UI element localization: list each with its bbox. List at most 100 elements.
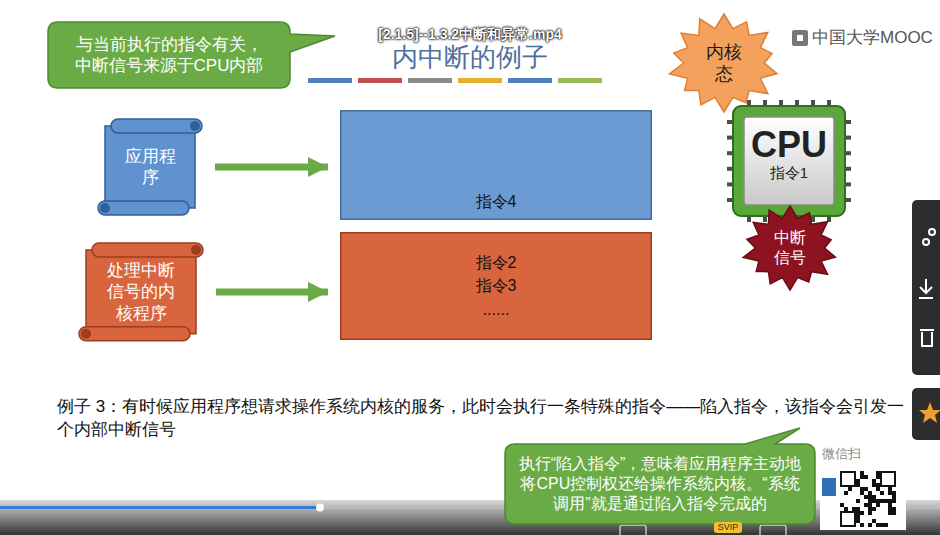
color-segment bbox=[308, 78, 352, 83]
kernel-mode-burst-outline bbox=[668, 14, 780, 112]
interrupt-burst: 中断信号 bbox=[742, 206, 838, 290]
qr-module bbox=[868, 491, 872, 495]
node-text: 指令1 bbox=[770, 164, 808, 183]
color-segment bbox=[408, 78, 452, 83]
flow-arrow bbox=[216, 288, 328, 295]
qr-module bbox=[872, 507, 876, 511]
qr-code bbox=[820, 468, 906, 530]
share-icon bbox=[923, 239, 929, 245]
burst-shape bbox=[743, 206, 835, 290]
qr-module bbox=[868, 495, 872, 499]
scroll-curl bbox=[81, 329, 91, 339]
toolbar-panel bbox=[912, 388, 940, 440]
watermark-text: 微信扫 bbox=[822, 446, 902, 462]
scroll-curl bbox=[191, 245, 201, 255]
node-text: CPU bbox=[751, 126, 827, 164]
qr-module bbox=[856, 511, 860, 515]
video-title: [2.1.5]--1.3.2中断和异常.mp4 bbox=[340, 26, 600, 43]
scroll-body bbox=[105, 126, 195, 208]
chip-body bbox=[733, 106, 845, 216]
note-callout: 执行“陷入指令”，意味着应用程序主动地将CPU控制权还给操作系统内核。“系统调用… bbox=[505, 444, 815, 524]
qr-module bbox=[872, 519, 876, 523]
note-callout-outline bbox=[48, 22, 290, 88]
qr-module bbox=[872, 483, 876, 487]
qr-module bbox=[888, 487, 892, 491]
qr-module bbox=[856, 519, 860, 523]
qr-finder bbox=[841, 512, 855, 526]
qr-ground bbox=[820, 468, 906, 530]
color-segment bbox=[558, 78, 602, 83]
kernel-mode-burst: 内核态 bbox=[668, 14, 780, 112]
qr-module bbox=[860, 487, 864, 491]
color-segment bbox=[358, 78, 402, 83]
qr-module bbox=[872, 499, 876, 503]
box-fill bbox=[341, 111, 652, 220]
interrupt-burst-outline bbox=[742, 206, 838, 290]
qr-module bbox=[860, 523, 864, 527]
qr-module bbox=[864, 487, 868, 491]
scroll-body bbox=[86, 250, 196, 334]
toolbar-panel bbox=[912, 200, 940, 375]
share-icon bbox=[929, 229, 935, 235]
logo-text: 中国大学MOOC bbox=[812, 28, 936, 48]
scroll-roll bbox=[92, 243, 203, 257]
qr-module bbox=[856, 483, 860, 487]
qr-module bbox=[840, 503, 844, 507]
qr-module bbox=[888, 511, 892, 515]
kernel-scroll: 处理中断信号的内核程序 bbox=[78, 242, 204, 342]
qr-module bbox=[888, 499, 892, 503]
node-text: 指令3 bbox=[476, 274, 517, 297]
qr-module bbox=[892, 495, 896, 499]
qr-module bbox=[860, 471, 864, 475]
qr-module bbox=[856, 499, 860, 503]
qr-module bbox=[888, 507, 892, 511]
qr-module bbox=[872, 495, 876, 499]
download-icon bbox=[919, 279, 933, 298]
qr-finder bbox=[881, 472, 895, 486]
qr-module bbox=[888, 503, 892, 507]
qr-module bbox=[864, 475, 868, 479]
title-color-bar bbox=[308, 78, 602, 83]
qr-module bbox=[844, 491, 848, 495]
qr-module bbox=[848, 487, 852, 491]
qr-module bbox=[868, 507, 872, 511]
qr-module bbox=[856, 515, 860, 519]
qr-module bbox=[868, 523, 872, 527]
example-note: 例子 3：有时候应用程序想请求操作系统内核的服务，此时会执行一条特殊的指令——陷… bbox=[57, 396, 907, 442]
node-text: 指令4 bbox=[476, 192, 517, 212]
qr-module bbox=[868, 503, 872, 507]
qr-module bbox=[868, 499, 872, 503]
logo-mark bbox=[792, 30, 808, 46]
qr-module bbox=[860, 491, 864, 495]
note-callout: 与当前执行的指令有关，中断信号来源于CPU内部 bbox=[48, 22, 290, 88]
scroll-roll bbox=[111, 119, 202, 133]
flow-arrow bbox=[215, 164, 328, 171]
progress-fill bbox=[0, 506, 320, 509]
program-scroll: 应用程序 bbox=[97, 118, 203, 216]
qr-module bbox=[876, 523, 880, 527]
logo-mark bbox=[797, 35, 803, 41]
qr-module bbox=[876, 483, 880, 487]
qr-module bbox=[892, 491, 896, 495]
control-button bbox=[620, 525, 646, 535]
qr-module bbox=[880, 491, 884, 495]
scroll-curl bbox=[190, 121, 200, 131]
qr-module bbox=[860, 475, 864, 479]
qr-module bbox=[876, 487, 880, 491]
mooc-logo-icon bbox=[792, 30, 808, 46]
memory-block: 指令4 bbox=[340, 110, 652, 220]
callout-shape bbox=[505, 428, 815, 524]
color-segment bbox=[458, 78, 502, 83]
qr-module bbox=[892, 499, 896, 503]
node-text: 执行“陷入指令”，意味着应用程序主动地将CPU控制权还给操作系统内核。“系统调用… bbox=[517, 454, 803, 514]
side-toolbar bbox=[912, 200, 940, 440]
scroll-curl bbox=[100, 203, 110, 213]
node-text: 与当前执行的指令有关，中断信号来源于CPU内部 bbox=[72, 34, 267, 77]
qr-module bbox=[876, 503, 880, 507]
box-fill bbox=[341, 233, 652, 340]
qr-module bbox=[864, 503, 868, 507]
progress-knob bbox=[316, 504, 324, 512]
qr-module bbox=[852, 507, 856, 511]
